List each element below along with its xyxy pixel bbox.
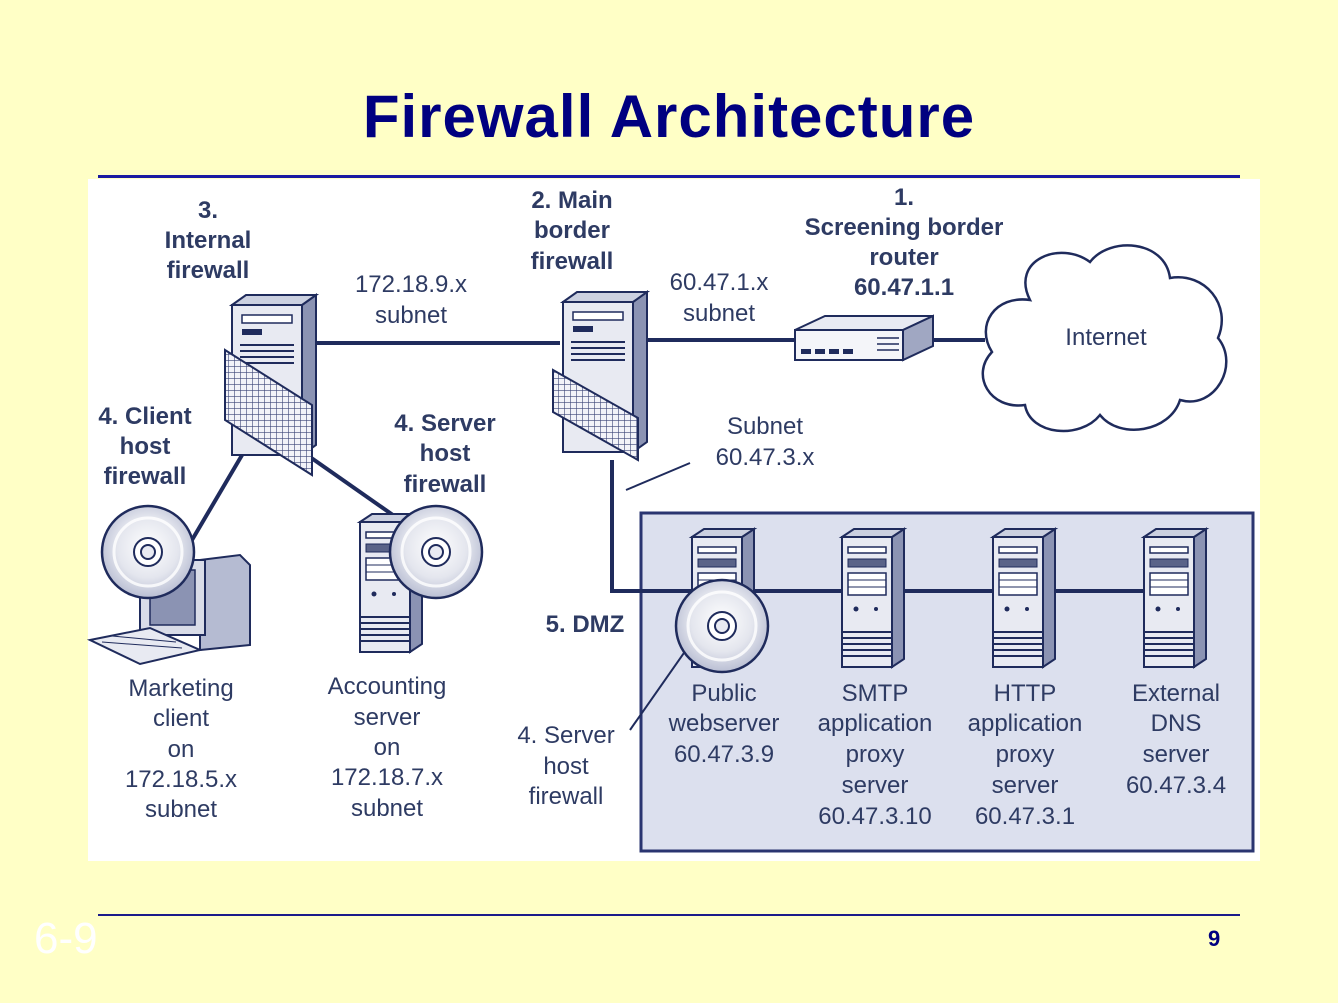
internet-cloud-icon bbox=[981, 244, 1228, 433]
internet-label: Internet bbox=[1065, 324, 1147, 351]
svg-text:External: External bbox=[1132, 680, 1220, 707]
external-dns-server-label: External DNS server 60.47.3.4 bbox=[1126, 680, 1226, 799]
svg-text:border: border bbox=[534, 217, 610, 244]
svg-text:60.47.3.1: 60.47.3.1 bbox=[975, 803, 1075, 830]
svg-text:subnet: subnet bbox=[145, 796, 217, 823]
svg-text:172.18.9.x: 172.18.9.x bbox=[355, 271, 467, 298]
network-links bbox=[190, 338, 1150, 593]
svg-text:3.: 3. bbox=[198, 197, 218, 224]
footer-rule bbox=[98, 914, 1240, 916]
subnet-172-18-9-label: 172.18.9.x subnet bbox=[355, 271, 467, 329]
svg-text:server: server bbox=[992, 772, 1059, 799]
smtp-proxy-server-label: SMTP application proxy server 60.47.3.10 bbox=[818, 680, 933, 830]
svg-text:60.47.3.x: 60.47.3.x bbox=[716, 444, 815, 471]
svg-text:2. Main: 2. Main bbox=[531, 187, 612, 214]
svg-text:firewall: firewall bbox=[529, 783, 604, 810]
external-dns-server-icon bbox=[1143, 528, 1207, 668]
svg-text:proxy: proxy bbox=[996, 741, 1055, 768]
svg-text:SMTP: SMTP bbox=[842, 680, 909, 707]
svg-text:60.47.3.4: 60.47.3.4 bbox=[1126, 772, 1226, 799]
svg-text:host: host bbox=[120, 433, 171, 460]
server-host-firewall-label: 4. Server host firewall bbox=[394, 410, 495, 498]
svg-text:Accounting: Accounting bbox=[328, 673, 447, 700]
subnet-60-47-1-label: 60.47.1.x subnet bbox=[670, 269, 769, 327]
public-webserver-label: Public webserver 60.47.3.9 bbox=[668, 680, 780, 768]
smtp-proxy-server-icon bbox=[841, 528, 905, 668]
svg-text:firewall: firewall bbox=[404, 471, 487, 498]
svg-text:60.47.1.x: 60.47.1.x bbox=[670, 269, 769, 296]
svg-text:4. Server: 4. Server bbox=[394, 410, 495, 437]
http-proxy-server-label: HTTP application proxy server 60.47.3.1 bbox=[968, 680, 1083, 830]
server-host-firewall-cd-icon bbox=[388, 504, 484, 600]
svg-text:1.: 1. bbox=[894, 184, 914, 211]
router-label: 1. Screening border router 60.47.1.1 bbox=[805, 184, 1004, 301]
accounting-server-label: Accounting server on 172.18.7.x subnet bbox=[328, 673, 447, 822]
svg-text:HTTP: HTTP bbox=[994, 680, 1057, 707]
svg-text:host: host bbox=[543, 753, 589, 780]
marketing-client-label: Marketing client on 172.18.5.x subnet bbox=[125, 675, 237, 823]
http-proxy-server-icon bbox=[992, 528, 1056, 668]
dmz-server-host-firewall-cd-icon bbox=[674, 578, 770, 674]
svg-text:60.47.3.10: 60.47.3.10 bbox=[818, 803, 931, 830]
svg-text:firewall: firewall bbox=[167, 257, 250, 284]
svg-text:on: on bbox=[168, 736, 195, 763]
svg-text:Subnet: Subnet bbox=[727, 413, 803, 440]
internal-firewall-label: 3. Internal firewall bbox=[165, 197, 252, 284]
svg-text:subnet: subnet bbox=[683, 300, 755, 327]
main-firewall-label: 2. Main border firewall bbox=[531, 187, 614, 275]
svg-text:server: server bbox=[354, 704, 421, 731]
svg-text:172.18.5.x: 172.18.5.x bbox=[125, 766, 237, 793]
slide-title: Firewall Architecture bbox=[362, 83, 976, 150]
svg-text:on: on bbox=[374, 734, 401, 761]
svg-text:subnet: subnet bbox=[375, 302, 447, 329]
svg-text:application: application bbox=[968, 710, 1083, 737]
svg-text:application: application bbox=[818, 710, 933, 737]
svg-text:server: server bbox=[842, 772, 909, 799]
subnet-60-47-3-label: Subnet 60.47.3.x bbox=[716, 413, 815, 471]
client-host-firewall-cd-icon bbox=[100, 504, 196, 600]
main-firewall-icon bbox=[552, 291, 648, 462]
svg-text:4. Server: 4. Server bbox=[517, 722, 614, 749]
page-number: 9 bbox=[1208, 926, 1221, 951]
svg-text:Internal: Internal bbox=[165, 227, 252, 254]
dmz-label: 5. DMZ bbox=[546, 611, 625, 638]
svg-text:firewall: firewall bbox=[104, 463, 187, 490]
svg-text:172.18.7.x: 172.18.7.x bbox=[331, 764, 443, 791]
svg-text:firewall: firewall bbox=[531, 248, 614, 275]
dmz-server-host-firewall-label: 4. Server host firewall bbox=[517, 722, 614, 810]
client-host-firewall-label: 4. Client host firewall bbox=[98, 403, 191, 490]
svg-text:host: host bbox=[420, 440, 471, 467]
svg-text:webserver: webserver bbox=[668, 710, 780, 737]
title-underline bbox=[98, 175, 1240, 178]
router-icon bbox=[794, 314, 934, 362]
svg-text:Marketing: Marketing bbox=[128, 675, 233, 702]
internal-firewall-icon bbox=[224, 294, 317, 477]
svg-text:Public: Public bbox=[691, 680, 756, 707]
svg-text:router: router bbox=[869, 244, 938, 271]
svg-text:Screening border: Screening border bbox=[805, 214, 1004, 241]
svg-text:4. Client: 4. Client bbox=[98, 403, 191, 430]
slide-code: 6-9 bbox=[34, 914, 98, 963]
svg-text:proxy: proxy bbox=[846, 741, 905, 768]
svg-text:60.47.1.1: 60.47.1.1 bbox=[854, 274, 954, 301]
svg-text:subnet: subnet bbox=[351, 795, 423, 822]
svg-text:client: client bbox=[153, 705, 209, 732]
svg-text:DNS: DNS bbox=[1151, 710, 1202, 737]
svg-text:60.47.3.9: 60.47.3.9 bbox=[674, 741, 774, 768]
svg-text:server: server bbox=[1143, 741, 1210, 768]
